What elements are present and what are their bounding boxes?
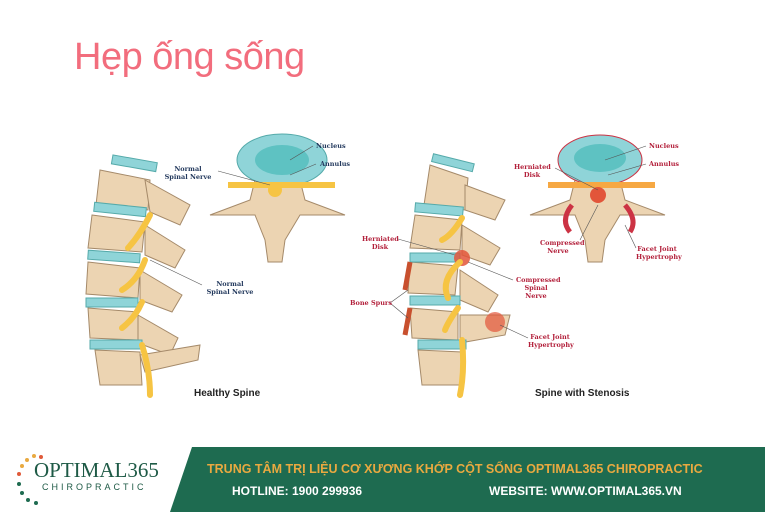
label-bone-spurs: Bone Spurs (350, 299, 393, 307)
label-herniated-disk-top: Herniated Disk (514, 163, 551, 179)
label-annulus-stenosis: Annulus (649, 160, 680, 168)
label-nucleus-stenosis: Nucleus (649, 142, 679, 150)
label-compressed-spinal-nerve: Compressed Spinal Nerve (516, 276, 561, 300)
leader-lines (149, 145, 647, 339)
logo-main: OPTIMAL365 (34, 458, 159, 482)
caption-healthy-spine: Healthy Spine (194, 388, 261, 399)
label-herniated-disk-side: Herniated Disk (362, 235, 399, 251)
spine-illustration (85, 133, 666, 398)
label-facet-joint-side: Facet Joint Hypertrophy (528, 333, 574, 349)
label-normal-nerve-top: Normal Spinal Nerve (164, 165, 212, 181)
label-nucleus-healthy: Nucleus (316, 142, 346, 150)
caption-stenosis-spine: Spine with Stenosis (535, 388, 630, 399)
stenosis-vertebra-top (529, 134, 666, 263)
healthy-vertebra-top (209, 133, 346, 263)
footer-banner (0, 447, 765, 512)
stenosis-spine-side (402, 153, 511, 398)
logo-dots-icon (17, 454, 43, 505)
healthy-spine-side (85, 154, 201, 398)
page-title: Hẹp ống sống (74, 36, 305, 78)
label-normal-nerve-side: Normal Spinal Nerve (206, 280, 254, 296)
label-facet-joint-top: Facet Joint Hypertrophy (636, 245, 682, 261)
logo-sub: CHIROPRACTIC (42, 482, 147, 492)
label-compressed-nerve: Compressed Nerve (540, 239, 585, 255)
label-annulus-healthy: Annulus (320, 160, 351, 168)
